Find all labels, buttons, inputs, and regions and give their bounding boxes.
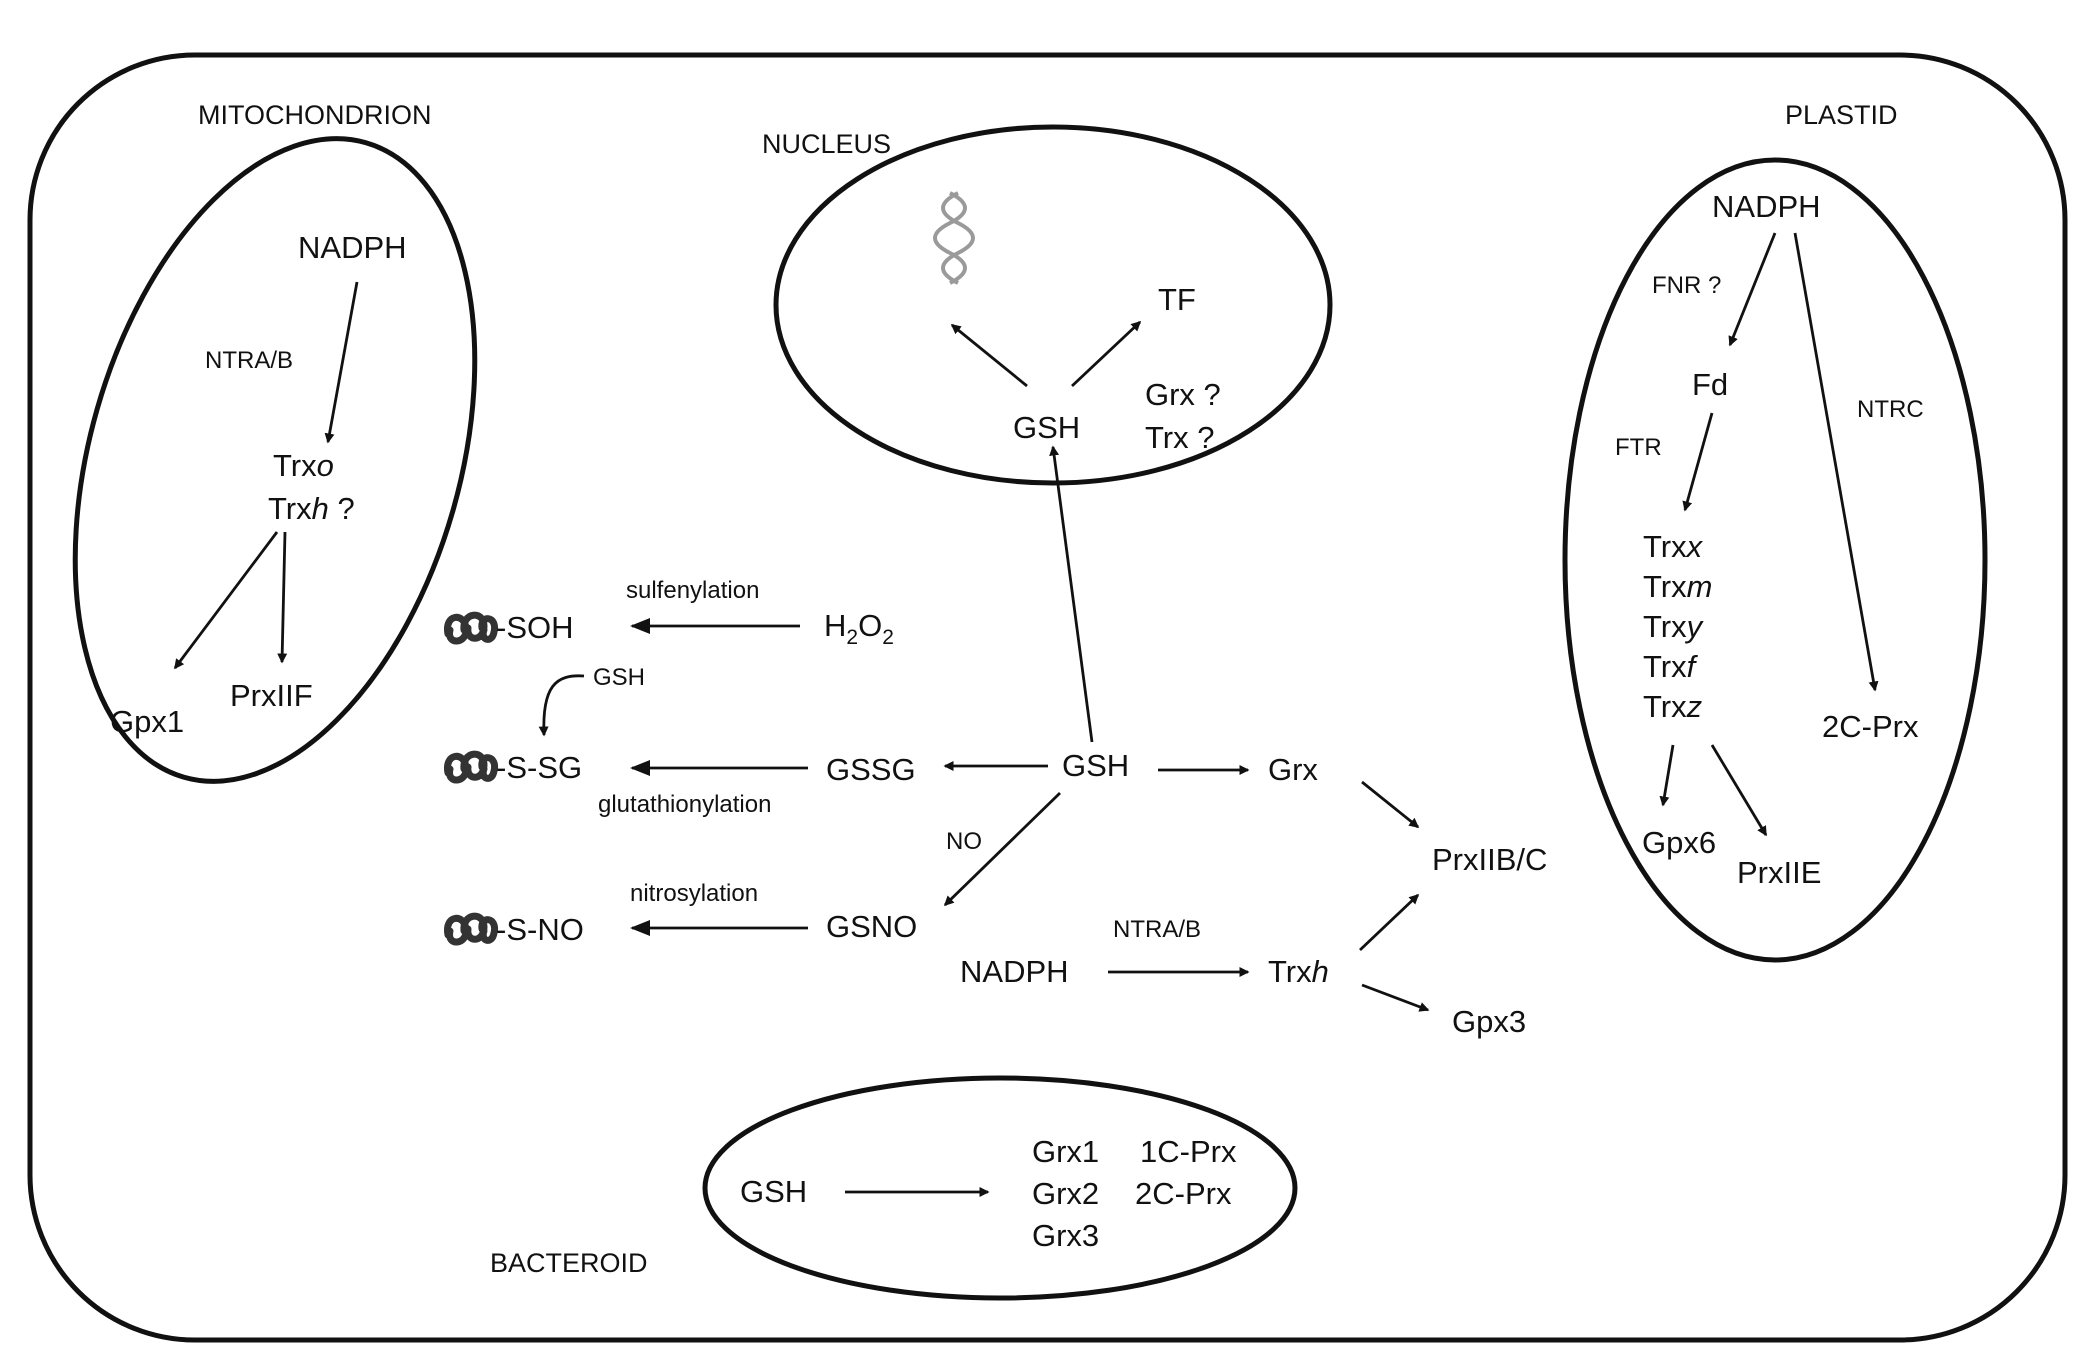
plastid-trx-f: Trxf	[1643, 649, 1699, 684]
mito-ntra-b: NTRA/B	[205, 347, 293, 374]
mito-nadph: NADPH	[298, 230, 407, 265]
bacteroid-grx2: Grx2	[1032, 1176, 1099, 1211]
h2o2: H2O2	[824, 608, 894, 649]
dna-helix-icon	[933, 191, 975, 285]
nucleus-title: NUCLEUS	[762, 129, 891, 159]
cytosol-nadph: NADPH	[960, 954, 1069, 989]
arrow-trxh-to-prxiibc	[1359, 893, 1420, 952]
plastid-trx-m: Trxm	[1643, 569, 1712, 604]
arrow-gsh-to-gsno	[943, 791, 1061, 907]
mito-gpx1: Gpx1	[110, 704, 184, 739]
cytosol-grx: Grx	[1268, 752, 1318, 787]
protein-soh: -SOH	[496, 610, 574, 645]
cytosol-ntra-b: NTRA/B	[1113, 916, 1201, 943]
arrow-nucleus-gsh-to-tf	[1071, 320, 1142, 388]
cytosol-gsh: GSH	[1062, 748, 1129, 783]
mitochondrion-outline	[72, 136, 478, 784]
plastid-nadph: NADPH	[1712, 189, 1821, 224]
bacteroid-1c-prx: 1C-Prx	[1140, 1134, 1237, 1169]
arrow-plastid-nadph-to-2c-prx	[1793, 232, 1879, 692]
bacteroid-outline	[702, 1075, 1298, 1301]
plastid-fd: Fd	[1692, 367, 1728, 402]
plastid-prxiie: PrxIIE	[1737, 855, 1821, 890]
arrow-plastid-trx-to-prxiie	[1710, 744, 1768, 837]
protein-sno: -S-NO	[496, 912, 584, 947]
arrow-trxh-to-gpx3	[1361, 983, 1430, 1012]
label-glutathionylation: glutathionylation	[598, 791, 771, 818]
arrow-plastid-nadph-to-fd	[1728, 232, 1777, 347]
gpx3: Gpx3	[1452, 1004, 1526, 1039]
plastid-outline	[1562, 157, 1988, 963]
protein-soh-icon	[447, 615, 494, 641]
plastid-trx-x: Trxx	[1643, 529, 1704, 564]
label-gsh-small: GSH	[593, 664, 645, 691]
plastid-fnr-q: FNR ?	[1652, 272, 1721, 299]
mito-prxiif: PrxIIF	[230, 678, 313, 713]
label-nitrosylation: nitrosylation	[630, 880, 758, 907]
gsno: GSNO	[826, 909, 917, 944]
mito-trxo: Trxo	[273, 448, 334, 483]
cell-boundary	[27, 52, 2068, 1343]
plastid-gpx6: Gpx6	[1642, 825, 1716, 860]
cytosol-trxh: Trxh	[1268, 954, 1329, 989]
nucleus-gsh: GSH	[1013, 410, 1080, 445]
plastid-ntrc: NTRC	[1857, 396, 1924, 423]
plastid-2c-prx: 2C-Prx	[1822, 709, 1919, 744]
bacteroid-title: BACTEROID	[490, 1248, 648, 1278]
bacteroid-2c-prx: 2C-Prx	[1135, 1176, 1232, 1211]
arrow-mito-trx-to-gpx1	[173, 531, 279, 670]
nucleus-grx-q: Grx ?	[1145, 377, 1221, 412]
plastid-trx-z: Trxz	[1643, 689, 1703, 724]
prxiibc: PrxIIB/C	[1432, 842, 1547, 877]
protein-ssg-icon	[447, 754, 494, 780]
label-sulfenylation: sulfenylation	[626, 577, 759, 604]
plastid-ftr: FTR	[1615, 434, 1662, 461]
bacteroid-grx1: Grx1	[1032, 1134, 1099, 1169]
arrow-plastid-trx-to-gpx6	[1659, 744, 1675, 807]
plastid-trx-y: Trxy	[1643, 609, 1705, 644]
mito-trxh: Trxh ?	[268, 491, 355, 526]
arrow-gsh-to-nucleus	[1049, 445, 1094, 743]
arrow-soh-to-ssg	[538, 674, 585, 737]
arrow-mito-nadph-to-trxo	[324, 281, 359, 444]
gssg: GSSG	[826, 752, 916, 787]
nucleus-tf: TF	[1158, 282, 1196, 317]
nucleus-outline	[773, 124, 1333, 486]
mitochondrion-title: MITOCHONDRION	[198, 100, 432, 130]
protein-ssg: -S-SG	[496, 750, 582, 785]
arrow-plastid-fd-to-trx	[1682, 412, 1714, 512]
arrow-grx-to-prxiibc	[1361, 780, 1420, 829]
arrow-mito-trx-to-prxiif	[277, 531, 288, 664]
plastid-title: PLASTID	[1785, 100, 1898, 130]
bacteroid-grx3: Grx3	[1032, 1218, 1099, 1253]
arrow-nucleus-gsh-to-dna	[950, 323, 1028, 388]
label-no: NO	[946, 828, 982, 855]
protein-sno-icon	[447, 916, 494, 942]
nucleus-trx-q: Trx ?	[1145, 420, 1214, 455]
bacteroid-gsh: GSH	[740, 1174, 807, 1209]
